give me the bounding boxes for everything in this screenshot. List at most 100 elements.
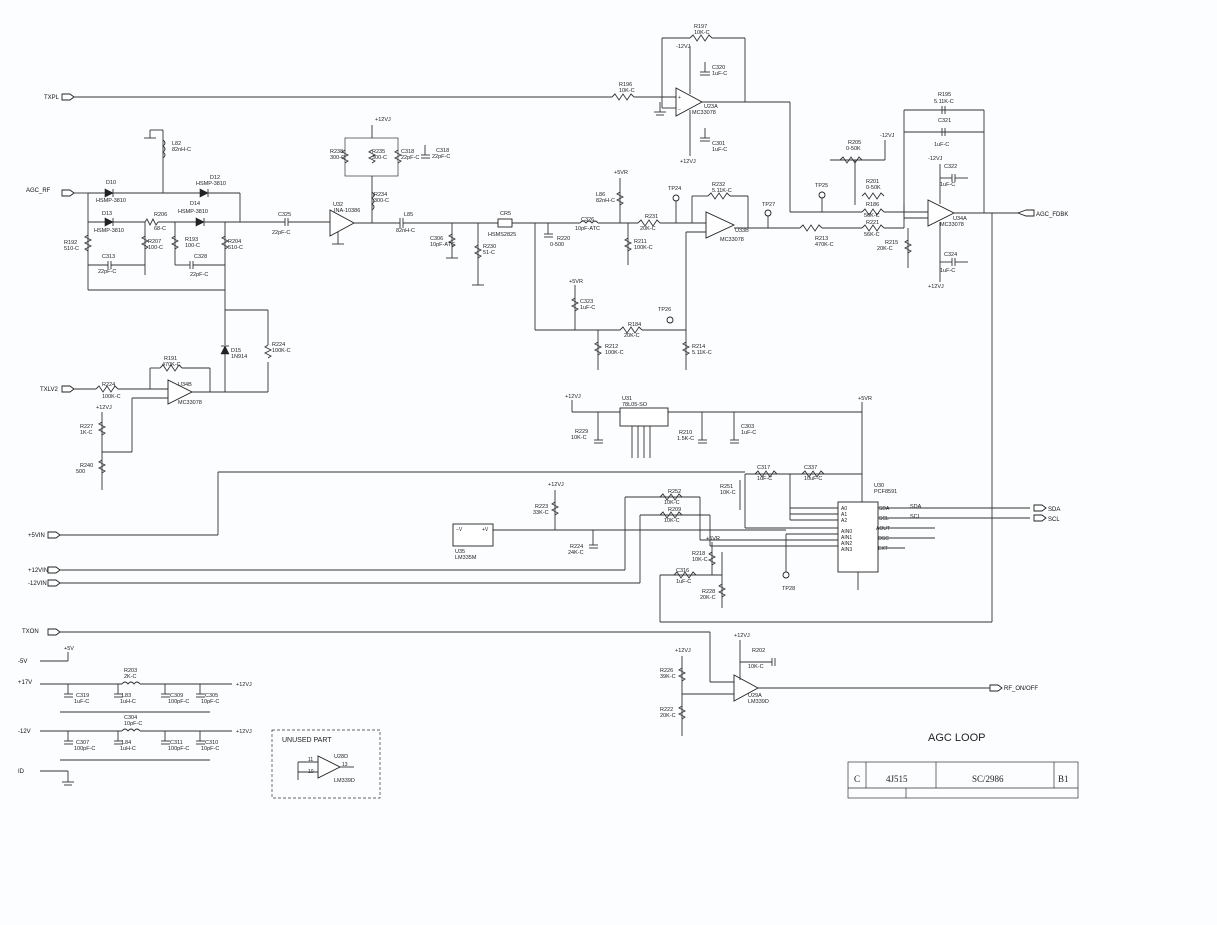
c301-val: 1uF-C (712, 147, 727, 153)
r195-ref: R215 (885, 240, 898, 246)
u30-adc: U30 PCF8591 A0 A1 A2 AIN0 AIN1 AIN2 AIN3… (28, 465, 1060, 608)
u33b-ref: U33B (735, 228, 749, 234)
u30-pin-a0: A0 (841, 506, 847, 512)
port-rf-onoff-label: RF_ON/OFF (1004, 686, 1038, 692)
r186-val: 0-50K (866, 185, 881, 191)
c304-val: 100pF-C (168, 699, 189, 705)
r214-ref: R212 (605, 344, 618, 350)
c304-ref: C309 (170, 693, 183, 699)
c316-val: 24K-C (568, 550, 584, 556)
c301-ref: C301 (712, 141, 725, 147)
r235-ref: R235 (372, 149, 385, 155)
d12-part: HSMP-3810 (196, 181, 226, 187)
r231-val: 82nH-C (596, 198, 615, 204)
r202-rail: +12VJ (675, 648, 691, 654)
r218-ref: R223 (535, 504, 548, 510)
r229-ref: R227 (80, 424, 93, 430)
r196-val: 10K-C (619, 88, 635, 94)
u30-pin-osc: OSC (878, 536, 889, 542)
u33b-stage: U33B MC33078 R232 5.11K-C TP27 +5VR C323… (535, 182, 800, 370)
power-inputs: -5V +5V +17V R203 2K-C +12VJ C319 1uF-C … (18, 646, 252, 786)
r226-ref: C316 (676, 568, 689, 574)
r205-val: 470K-C (815, 242, 834, 248)
tp25-label[interactable]: TP25 (815, 183, 828, 189)
r206-ref: R206 (154, 212, 167, 218)
r221-val: 56K-C (864, 213, 880, 219)
u32-rail: +12VJ (375, 117, 391, 123)
c305-val: 1uH-C (120, 699, 136, 705)
r252-val: 10uF-C (804, 476, 822, 482)
c312-ref: C310 (205, 740, 218, 746)
r224-ref: R191 (164, 356, 177, 362)
u29a-part: LM339D (748, 699, 769, 705)
c303-ref: R229 (575, 429, 588, 435)
r210-val: 500 (76, 469, 85, 475)
c311-ref: C307 (76, 740, 89, 746)
u32-amplifier: U32 INA-10386 R234 300-C +12VJ R238 300-… (329, 117, 706, 330)
c328-val: 22pF-C (190, 272, 208, 278)
port-vm12in-label: -12VIN (28, 581, 47, 587)
r228-ref: R218 (692, 551, 705, 557)
r229-rail: +12VJ (96, 405, 112, 411)
port-v12in-label: +12VIN (28, 568, 48, 574)
tp27-label[interactable]: TP27 (762, 202, 775, 208)
c321-ref: R195 (938, 92, 951, 98)
tb-fscm: 4J515 (886, 774, 908, 784)
r252-ref: C337 (804, 465, 817, 471)
r227-val: 100K-C (102, 394, 121, 400)
r220-val: 51-C (483, 250, 495, 256)
r218-rail: +12VJ (548, 482, 564, 488)
u34a-rail-neg: -12VJ (928, 156, 943, 162)
u34a-ref: U34A (953, 216, 967, 222)
r230-val: 10pF-ATC (430, 242, 455, 248)
r204-val: 510-C (228, 245, 243, 251)
u28d-pin-13: 13 (342, 762, 348, 768)
tp24-label[interactable]: TP24 (668, 186, 681, 192)
u32-ref: U32 (333, 202, 343, 208)
r229-val: 1K-C (80, 430, 93, 436)
c310-val: 1uH-C (120, 746, 136, 752)
r251-ref: C317 (757, 465, 770, 471)
c318-val: 22pF-C (432, 154, 450, 160)
r202-val: 39K-C (660, 674, 676, 680)
r201-val: 0-50K (846, 146, 861, 152)
r184-ref: C323 (580, 299, 593, 305)
r205-ref: R213 (815, 236, 828, 242)
r191-val: 5.11K-C (692, 350, 712, 356)
l83-ref: R203 (124, 668, 137, 674)
u31-part: 78L05-SO (622, 402, 648, 408)
c320-ref: C320 (712, 65, 725, 71)
d10-ref: D10 (106, 180, 116, 186)
r234-val: 22pF-C (401, 155, 419, 161)
tp28-label[interactable]: TP28 (782, 586, 795, 592)
r211-val: 20K-C (640, 226, 656, 232)
rail-p12vj-out: +12VJ (236, 682, 252, 688)
l82-ref: L82 (172, 141, 181, 147)
u35-box (452, 523, 494, 547)
u30-pin-scl: SCL (879, 516, 889, 522)
r192-ref: R192 (64, 240, 77, 246)
r224b-ref: R209 (668, 507, 681, 513)
r193-ref: R193 (185, 237, 198, 243)
port-svin (47, 531, 61, 539)
r228-rail: +5VR (706, 536, 720, 542)
r203-ref: R222 (660, 707, 673, 713)
port-scl (1033, 514, 1047, 522)
u31-ref: U31 (622, 396, 632, 402)
u23a-rail-pos: +12VJ (680, 159, 696, 165)
r226-val: 1uF-C (676, 579, 691, 585)
r193-val: 100-C (185, 243, 200, 249)
c322-ref: C321 (938, 118, 951, 124)
r203-val: 20K-C (660, 713, 676, 719)
d15-part: 1N914 (231, 354, 247, 360)
port-sda-label: SDA (1048, 507, 1060, 513)
rail-m12vj-out: +12VJ (236, 729, 252, 735)
r215-val: 56K-C (864, 232, 880, 238)
txon-section: TXON U29A LM339D +12VJ R202 10K-C RF_ON/… (22, 628, 1038, 736)
tp26-label[interactable]: TP26 (658, 307, 671, 313)
u30-pin-a1: A1 (841, 512, 847, 518)
u34a-part: MC33078 (940, 222, 964, 228)
d14-ref: D14 (190, 201, 200, 207)
c308-val: 100pF-C (168, 746, 189, 752)
